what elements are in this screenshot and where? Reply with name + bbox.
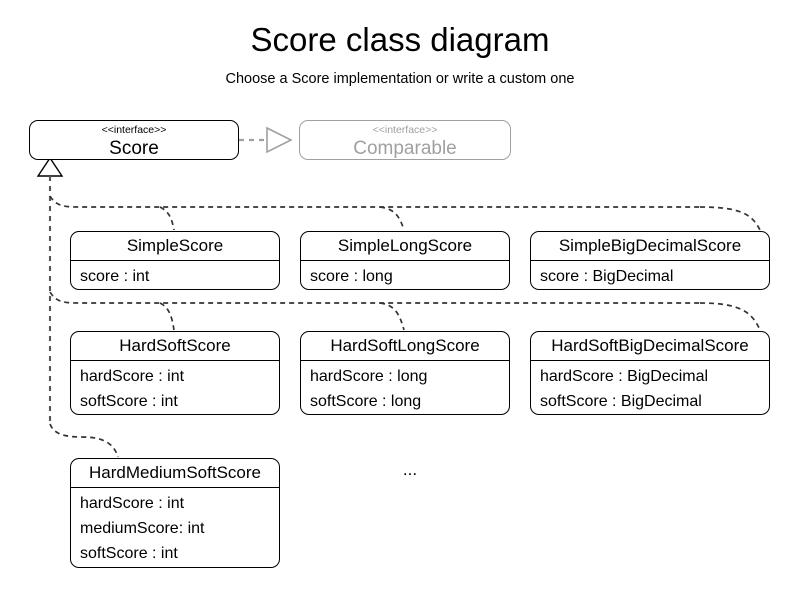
inheritance-branches-row1: [49, 195, 761, 231]
interface-box-comparable[interactable]: <<interface>> Comparable: [299, 120, 511, 160]
class-attributes: hardScore : BigDecimal softScore : BigDe…: [531, 361, 769, 414]
class-name: HardMediumSoftScore: [71, 459, 279, 488]
class-attribute: hardScore : long: [310, 368, 428, 385]
class-attributes: score : long: [301, 261, 509, 289]
class-attributes: score : int: [71, 261, 279, 289]
class-attribute: softScore : int: [80, 393, 178, 410]
interface-stereotype: <<interface>>: [101, 124, 167, 136]
class-box-hardsoftbigdecimalscore[interactable]: HardSoftBigDecimalScore hardScore : BigD…: [530, 331, 770, 415]
class-attributes: hardScore : long softScore : long: [301, 361, 509, 414]
class-box-hardsoftscore[interactable]: HardSoftScore hardScore : int softScore …: [70, 331, 280, 415]
class-attribute: softScore : long: [310, 393, 422, 410]
page-title: Score class diagram: [250, 21, 550, 58]
class-box-simplescore[interactable]: SimpleScore score : int: [70, 231, 280, 290]
class-name: SimpleLongScore: [301, 232, 509, 261]
class-attribute: score : int: [80, 268, 150, 285]
class-attributes: score : BigDecimal: [531, 261, 769, 289]
more-classes-ellipsis: ...: [402, 460, 418, 479]
interface-stereotype: <<interface>>: [372, 124, 438, 136]
class-name: HardSoftLongScore: [301, 332, 509, 361]
class-attribute: score : BigDecimal: [540, 268, 674, 285]
class-attribute: score : long: [310, 268, 393, 285]
interface-name: Comparable: [353, 138, 457, 159]
page-subtitle: Choose a Score implementation or write a…: [225, 71, 575, 87]
class-name: HardSoftScore: [71, 332, 279, 361]
class-box-simplebigdecimalscore[interactable]: SimpleBigDecimalScore score : BigDecimal: [530, 231, 770, 290]
class-attributes: hardScore : int mediumScore: int softSco…: [71, 488, 279, 567]
class-attribute: hardScore : int: [80, 368, 185, 385]
inheritance-branch-hardmediumsoft: [49, 423, 119, 458]
class-attribute: mediumScore: int: [80, 520, 205, 537]
class-box-hardsoftlongscore[interactable]: HardSoftLongScore hardScore : long softS…: [300, 331, 510, 415]
generalization-arrowhead: [36, 156, 64, 177]
realization-score-to-comparable: [239, 126, 293, 154]
class-name: SimpleScore: [71, 232, 279, 261]
class-name: HardSoftBigDecimalScore: [531, 332, 769, 361]
class-box-hardmediumsoftscore[interactable]: HardMediumSoftScore hardScore : int medi…: [70, 458, 280, 568]
interface-name: Score: [109, 138, 159, 159]
interface-box-score[interactable]: <<interface>> Score: [29, 120, 239, 160]
class-attributes: hardScore : int softScore : int: [71, 361, 279, 414]
class-attribute: softScore : int: [80, 545, 178, 562]
class-box-simplelongscore[interactable]: SimpleLongScore score : long: [300, 231, 510, 290]
class-attribute: hardScore : BigDecimal: [540, 368, 709, 385]
class-attribute: hardScore : int: [80, 495, 185, 512]
inheritance-branches-row2: [49, 291, 761, 331]
class-name: SimpleBigDecimalScore: [531, 232, 769, 261]
class-attribute: softScore : BigDecimal: [540, 393, 702, 410]
